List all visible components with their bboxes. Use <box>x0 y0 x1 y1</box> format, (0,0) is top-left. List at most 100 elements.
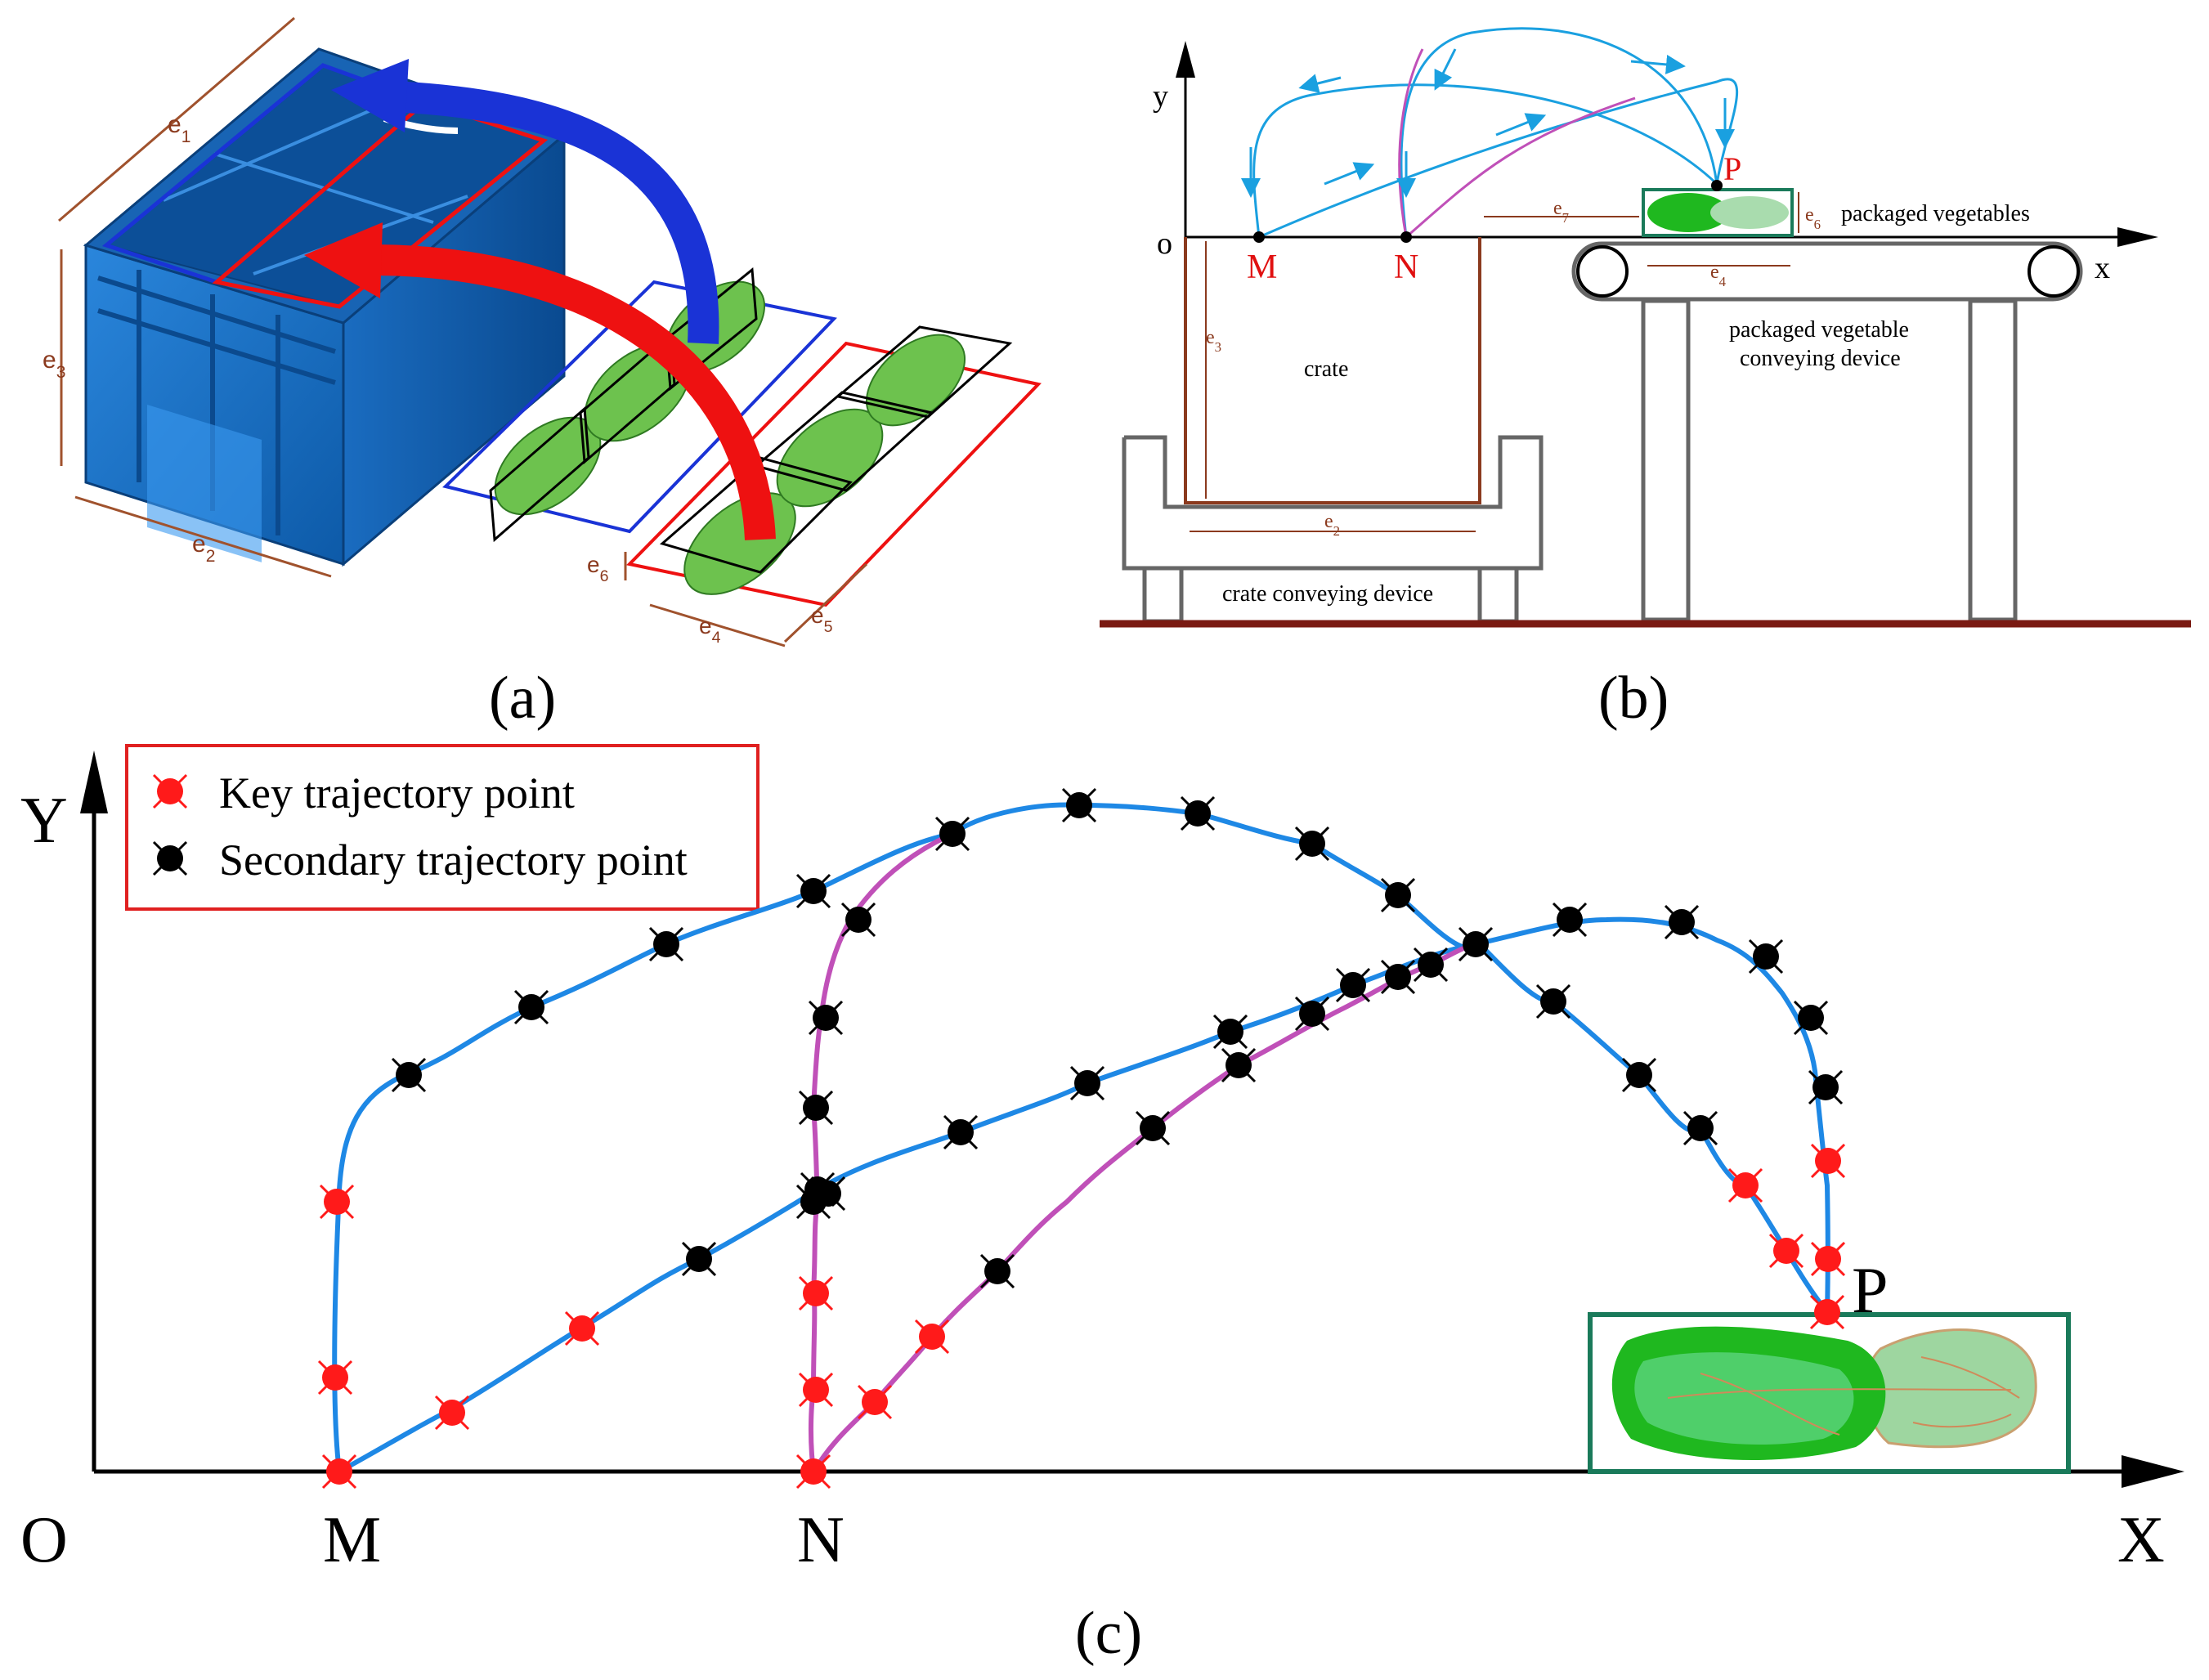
arrow-blue-head <box>331 59 409 132</box>
c-legend <box>125 744 759 911</box>
key-trajectory-point <box>795 1454 831 1490</box>
secondary-trajectory-point <box>1793 1000 1829 1036</box>
b-crate <box>1184 237 1481 504</box>
secondary-trajectory-point <box>1683 1110 1718 1146</box>
key-trajectory-point <box>317 1360 353 1396</box>
dim-e1: e1 <box>168 111 190 146</box>
secondary-trajectory-point <box>934 816 970 852</box>
c-label-n: N <box>797 1504 845 1576</box>
c-legend-secondary-label: Secondary trajectory point <box>219 836 688 885</box>
dim-lines-a-small <box>624 552 868 647</box>
b-veg-light <box>1710 196 1789 229</box>
dim-e5: e5 <box>811 603 833 636</box>
c-x-arrow <box>2122 1455 2184 1488</box>
c-label-m: M <box>323 1504 381 1576</box>
b-crate-leg-left <box>1142 566 1184 624</box>
b-dim-e3: e3 <box>1206 327 1221 355</box>
b-belt <box>1571 241 2083 302</box>
b-crate-leg-right <box>1477 566 1519 624</box>
secondary-trajectory-point <box>840 902 876 938</box>
key-trajectory-point <box>1810 1241 1846 1277</box>
secondary-trajectory-point <box>1180 795 1216 831</box>
secondary-trajectory-point <box>648 926 684 962</box>
secondary-trajectory-point <box>391 1057 427 1093</box>
secondary-trajectory-point <box>1221 1047 1257 1083</box>
b-crate-conveyor-label: crate conveying device <box>1222 581 1433 607</box>
secondary-trajectory-point <box>795 873 831 909</box>
b-label-m: M <box>1247 249 1277 286</box>
secondary-trajectory-point <box>1621 1057 1657 1093</box>
secondary-trajectory-point <box>1135 1110 1171 1146</box>
secondary-trajectory-point <box>1212 1014 1248 1050</box>
b-direction-arrows <box>1241 48 1735 198</box>
caption-c: (c) <box>1075 1600 1142 1667</box>
crate-ribs <box>97 270 336 535</box>
secondary-trajectory-point <box>1380 877 1416 913</box>
b-veg-conveyor-label-1: packaged vegetable <box>1729 317 1909 343</box>
c-trajectory-points <box>317 787 1846 1490</box>
arrow-red-head <box>304 222 383 298</box>
secondary-trajectory-point <box>808 1000 844 1036</box>
b-dim-e2: e2 <box>1324 511 1340 539</box>
secondary-trajectory-point <box>1552 902 1588 938</box>
c-vegetable <box>1611 1326 2037 1461</box>
b-label-n: N <box>1394 249 1418 286</box>
panel-a: e1 e3 e2 <box>43 16 1042 732</box>
secondary-trajectory-point <box>979 1253 1015 1289</box>
secondary-trajectory-point <box>1335 967 1371 1003</box>
b-veg-leg-left <box>1641 298 1691 622</box>
b-y-arrow <box>1176 41 1195 78</box>
key-trajectory-point <box>1809 1294 1845 1330</box>
secondary-trajectory-point <box>798 1090 834 1126</box>
b-crate-label: crate <box>1304 356 1348 382</box>
key-trajectory-point <box>321 1454 357 1490</box>
panel-c: Y X O M N P Key trajectory point Seconda… <box>20 744 2184 1667</box>
c-axis-y-label: Y <box>20 785 68 857</box>
key-trajectory-point <box>1768 1233 1804 1269</box>
b-dim-e6: e6 <box>1805 204 1821 232</box>
c-y-arrow <box>80 750 108 813</box>
caption-a: (a) <box>489 665 556 732</box>
b-roller-right <box>2028 245 2080 298</box>
b-origin-label: o <box>1157 226 1172 261</box>
b-x-arrow <box>2117 227 2158 247</box>
b-veg-leg-right <box>1968 298 2018 622</box>
c-axis-x-label: X <box>2117 1504 2165 1576</box>
slot-red-outline <box>212 100 549 309</box>
secondary-trajectory-point <box>1413 947 1449 983</box>
caption-b: (b) <box>1598 665 1669 732</box>
secondary-trajectory-point <box>1069 1065 1105 1101</box>
secondary-trajectory-point <box>1664 904 1700 940</box>
dim-e6: e6 <box>587 552 609 585</box>
c-legend-secondary-marker <box>152 840 188 876</box>
secondary-trajectory-point <box>1748 939 1784 974</box>
b-axis-x-label: x <box>2095 251 2110 285</box>
key-trajectory-point <box>798 1275 834 1311</box>
secondary-trajectory-point <box>1294 996 1330 1032</box>
secondary-trajectory-point <box>1808 1069 1844 1105</box>
crate-window <box>147 405 262 562</box>
arrow-red-transfer <box>375 244 776 540</box>
secondary-trajectory-point <box>681 1241 717 1277</box>
key-trajectory-point <box>1810 1143 1846 1179</box>
dim-lines-a <box>58 16 332 578</box>
key-trajectory-point <box>564 1310 600 1346</box>
b-roller-left <box>1576 245 1629 298</box>
secondary-trajectory-point <box>513 989 549 1025</box>
b-veg-conveyor-label-2: conveying device <box>1740 346 1901 371</box>
panel-b: y x o crate e3 e2 crate conveying device… <box>1100 27 2191 732</box>
b-pkg-veg-label: packaged vegetables <box>1841 201 2030 226</box>
dim-e4: e4 <box>699 613 721 647</box>
b-point-n <box>1400 231 1412 243</box>
b-point-m <box>1253 231 1265 243</box>
b-dim-e7: e7 <box>1553 198 1569 226</box>
key-trajectory-point <box>1727 1167 1763 1203</box>
veg-tray-blue <box>442 267 837 543</box>
c-legend-key-marker <box>152 773 188 809</box>
c-origin-label: O <box>20 1504 68 1576</box>
arrow-blue-transfer <box>392 81 719 344</box>
b-label-p: P <box>1723 150 1741 187</box>
key-trajectory-point <box>434 1395 470 1431</box>
b-point-p <box>1711 180 1723 191</box>
